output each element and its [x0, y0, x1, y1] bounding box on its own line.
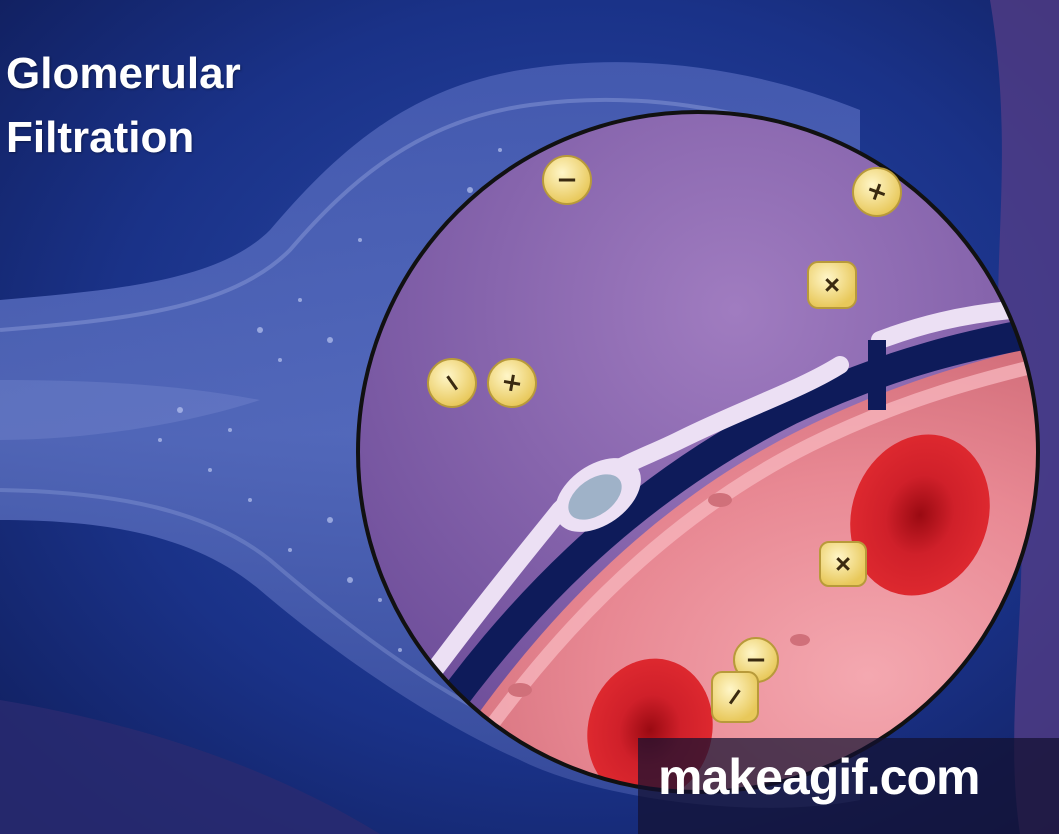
platelet — [508, 683, 532, 697]
ion-positive: + — [808, 262, 856, 308]
svg-text:−: − — [556, 165, 578, 195]
title-line-2: Filtration — [6, 116, 194, 160]
ion-positive: + — [488, 359, 536, 407]
title-line-1: Glomerular — [6, 52, 241, 96]
ion-positive: + — [820, 542, 866, 586]
ion-negative: − — [712, 672, 758, 722]
ion-negative: − — [543, 156, 591, 204]
svg-text:−: − — [745, 645, 767, 675]
ion-positive: + — [853, 168, 901, 216]
watermark-text: makeagif.com — [658, 752, 979, 802]
platelet — [790, 634, 810, 646]
filtration-slit — [868, 340, 886, 410]
platelet — [708, 493, 732, 507]
ion-negative: − — [428, 359, 476, 407]
